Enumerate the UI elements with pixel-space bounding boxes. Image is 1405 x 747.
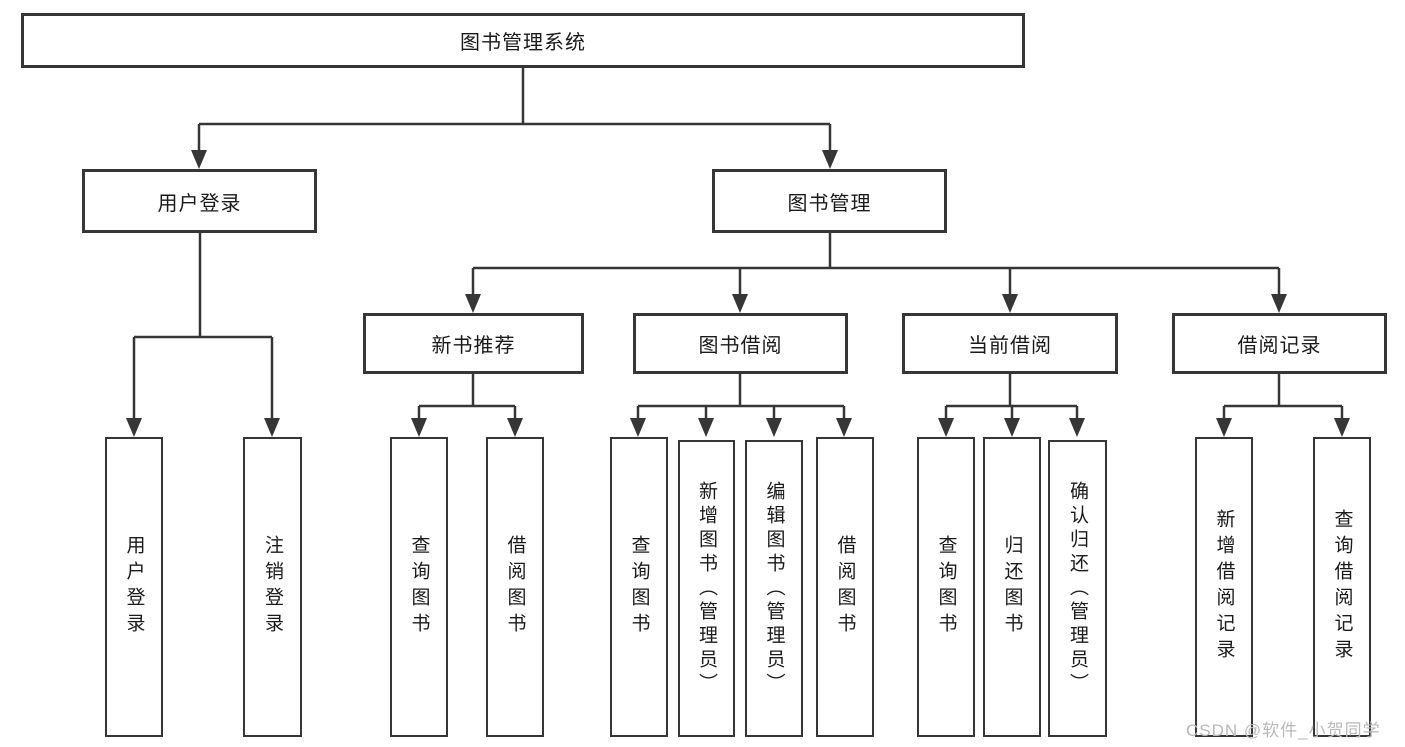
- leaf-edit-books-admin-label: 编辑图书（管理员）: [763, 480, 785, 697]
- node-book-management-label: 图书管理: [787, 192, 872, 215]
- leaf-borrowing-borrow-books: 借阅图书: [816, 437, 874, 737]
- node-user-login-label: 用户登录: [157, 192, 242, 215]
- node-current-borrowing: 当前借阅: [902, 313, 1118, 374]
- leaf-current-query-books-label: 查询图书: [935, 535, 957, 639]
- leaf-recommend-borrow-books-label: 借阅图书: [504, 535, 526, 639]
- node-root-system: 图书管理系统: [21, 13, 1025, 68]
- leaf-add-books-admin: 新增图书（管理员）: [678, 440, 735, 737]
- node-borrowing-records-label: 借阅记录: [1237, 335, 1322, 357]
- leaf-confirm-return-admin: 确认归还（管理员）: [1048, 440, 1107, 737]
- leaf-return-books-label: 归还图书: [1001, 535, 1023, 639]
- leaf-add-books-admin-label: 新增图书（管理员）: [696, 480, 717, 697]
- leaf-add-borrow-record: 新增借阅记录: [1195, 437, 1253, 737]
- node-user-login: 用户登录: [82, 169, 317, 233]
- node-borrowing-records: 借阅记录: [1172, 313, 1387, 374]
- leaf-borrowing-query-books: 查询图书: [610, 437, 668, 737]
- leaf-confirm-return-admin-label: 确认归还（管理员）: [1067, 480, 1088, 697]
- leaf-edit-books-admin: 编辑图书（管理员）: [745, 440, 803, 737]
- leaf-user-login: 用户登录: [105, 437, 163, 737]
- node-new-book-recommendation-label: 新书推荐: [431, 335, 516, 357]
- leaf-return-books: 归还图书: [983, 437, 1041, 737]
- leaf-borrowing-borrow-books-label: 借阅图书: [834, 535, 856, 639]
- node-new-book-recommendation: 新书推荐: [363, 313, 584, 374]
- leaf-recommend-borrow-books: 借阅图书: [486, 437, 544, 737]
- watermark: CSDN @软件_小贺同学: [1186, 721, 1381, 740]
- leaf-add-borrow-record-label: 新增借阅记录: [1213, 509, 1235, 665]
- leaf-query-borrow-record: 查询借阅记录: [1313, 437, 1371, 737]
- node-book-borrowing-label: 图书借阅: [698, 335, 783, 357]
- leaf-recommend-query-books: 查询图书: [390, 437, 448, 737]
- leaf-user-login-label: 用户登录: [123, 535, 145, 639]
- leaf-query-borrow-record-label: 查询借阅记录: [1331, 509, 1353, 665]
- leaf-borrowing-query-books-label: 查询图书: [628, 535, 650, 639]
- node-current-borrowing-label: 当前借阅: [968, 335, 1052, 357]
- node-book-borrowing: 图书借阅: [633, 313, 848, 374]
- leaf-logout-label: 注销登录: [262, 535, 283, 639]
- node-root-label: 图书管理系统: [460, 32, 586, 54]
- leaf-logout: 注销登录: [243, 437, 302, 737]
- node-book-management: 图书管理: [712, 169, 947, 233]
- leaf-recommend-query-books-label: 查询图书: [408, 535, 430, 639]
- leaf-current-query-books: 查询图书: [917, 437, 975, 737]
